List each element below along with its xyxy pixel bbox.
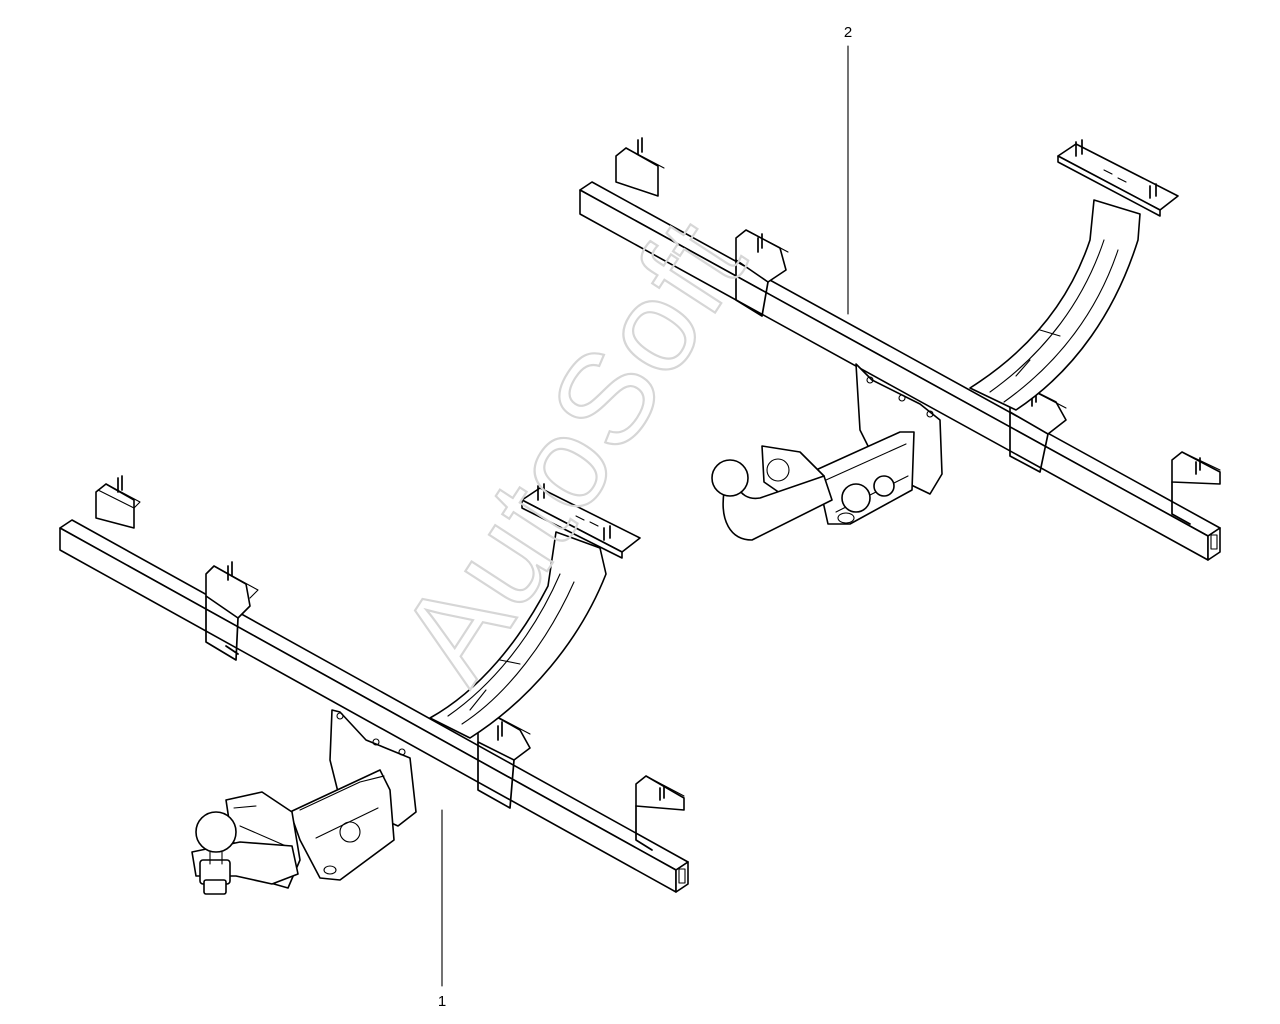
tow-bar-assembly-2 xyxy=(579,137,1221,561)
cross-beam-2 xyxy=(579,181,1221,561)
cross-beam-1 xyxy=(59,519,689,893)
bolts-2 xyxy=(866,376,934,418)
hitch-receiver-1 xyxy=(191,709,417,895)
callout-label-1: 1 xyxy=(438,993,446,1010)
tow-bar-assembly-1 xyxy=(59,475,689,895)
bolts-1 xyxy=(336,712,406,756)
hitch-receiver-2 xyxy=(711,363,943,541)
callout-label-2: 2 xyxy=(844,24,852,41)
side-arm-1 xyxy=(429,483,641,739)
side-arm-2 xyxy=(969,139,1179,411)
